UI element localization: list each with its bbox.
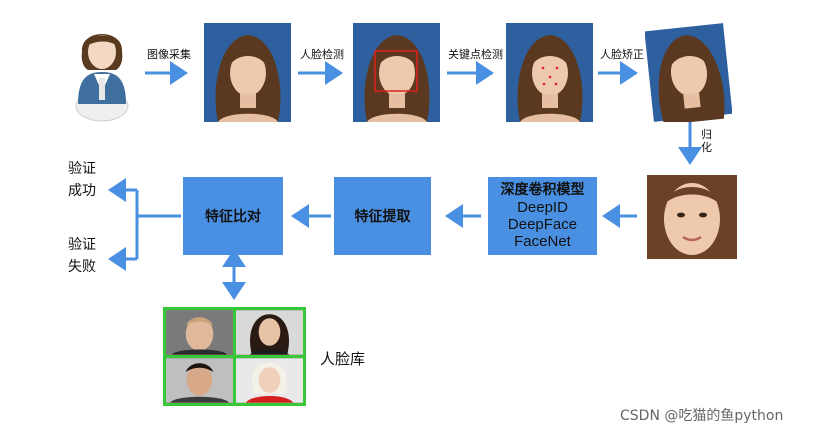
result-success-line2: 成功 — [62, 180, 102, 202]
gallery-face-3 — [166, 358, 233, 403]
result-fail: 验证 失败 — [62, 234, 102, 278]
step-label-align: 人脸矫正 — [600, 46, 644, 62]
face-image-detect — [353, 23, 440, 122]
feature-extract-label: 特征提取 — [355, 206, 411, 226]
branch-line — [137, 190, 181, 259]
gallery-label: 人脸库 — [320, 348, 365, 369]
face-image-capture — [204, 23, 291, 122]
result-fail-line1: 验证 — [62, 234, 102, 256]
face-image-aligned — [645, 23, 732, 122]
feature-extract-box: 特征提取 — [334, 177, 431, 255]
gallery-face-2 — [236, 310, 303, 355]
gallery-face-1 — [166, 310, 233, 355]
cnn-model-name: DeepID — [517, 199, 568, 216]
cnn-model-name: FaceNet — [514, 233, 571, 250]
cnn-model-box: 深度卷积模型 DeepID DeepFace FaceNet — [488, 177, 597, 255]
result-success: 验证 成功 — [62, 158, 102, 202]
step-label-detect: 人脸检测 — [300, 46, 344, 62]
cnn-model-title: 深度卷积模型 — [501, 182, 585, 199]
user-icon — [70, 18, 134, 122]
feature-compare-box: 特征比对 — [183, 177, 283, 255]
watermark: CSDN @吃猫的鱼python — [620, 405, 783, 425]
step-label-landmarks: 关键点检测 — [448, 46, 503, 62]
gallery-face-4 — [236, 358, 303, 403]
result-fail-line2: 失败 — [62, 256, 102, 278]
cnn-model-name: DeepFace — [508, 216, 577, 233]
feature-compare-label: 特征比对 — [205, 206, 261, 226]
face-gallery — [163, 307, 306, 406]
face-image-landmarks — [506, 23, 593, 122]
step-label-normalize: 归化 — [701, 128, 713, 154]
step-label-capture: 图像采集 — [147, 46, 191, 62]
result-success-line1: 验证 — [62, 158, 102, 180]
face-image-normalized — [647, 175, 737, 259]
